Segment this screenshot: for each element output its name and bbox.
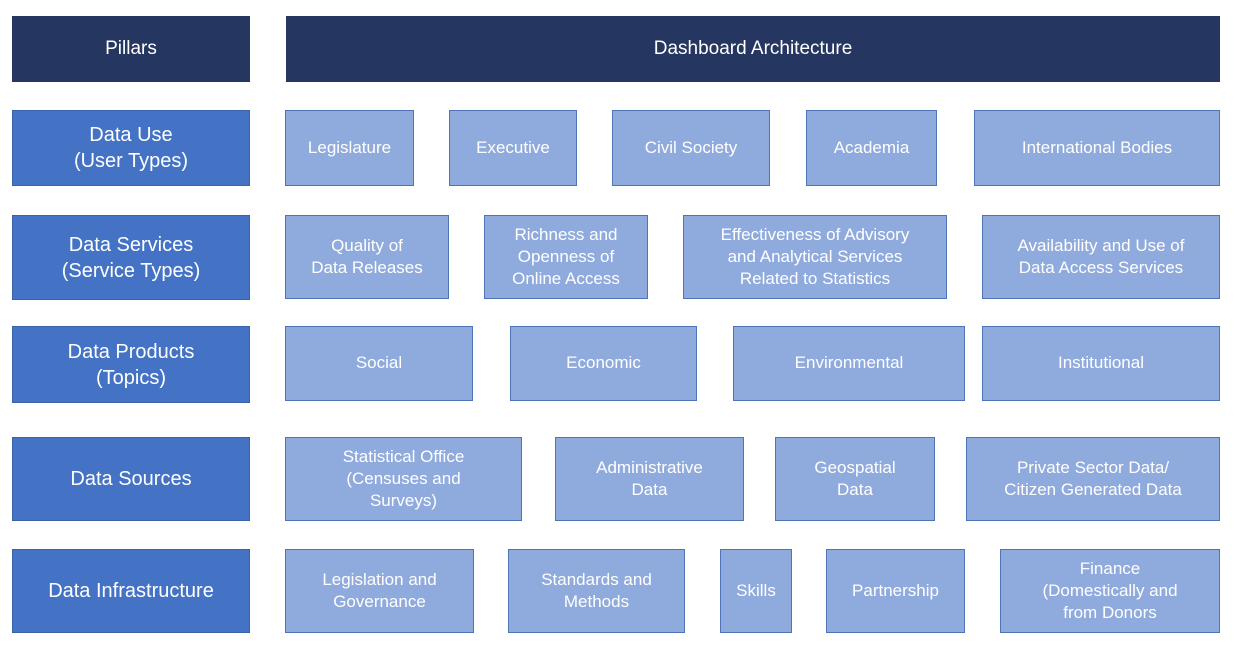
pillar-data-services: Data Services (Service Types) xyxy=(12,215,250,300)
item-administrative-data: Administrative Data xyxy=(555,437,744,521)
item-academia: Academia xyxy=(806,110,937,186)
item-richness-openness: Richness and Openness of Online Access xyxy=(484,215,648,299)
item-executive: Executive xyxy=(449,110,577,186)
item-availability-data-access: Availability and Use of Data Access Serv… xyxy=(982,215,1220,299)
item-quality-of-data-releases: Quality of Data Releases xyxy=(285,215,449,299)
item-private-sector-data: Private Sector Data/ Citizen Generated D… xyxy=(966,437,1220,521)
item-geospatial-data: Geospatial Data xyxy=(775,437,935,521)
pillar-data-sources: Data Sources xyxy=(12,437,250,521)
item-institutional: Institutional xyxy=(982,326,1220,401)
item-skills: Skills xyxy=(720,549,792,633)
item-standards-methods: Standards and Methods xyxy=(508,549,685,633)
pillars-header: Pillars xyxy=(12,16,250,82)
item-statistical-office: Statistical Office (Censuses and Surveys… xyxy=(285,437,522,521)
pillar-data-infrastructure: Data Infrastructure xyxy=(12,549,250,633)
item-social: Social xyxy=(285,326,473,401)
item-international-bodies: International Bodies xyxy=(974,110,1220,186)
item-environmental: Environmental xyxy=(733,326,965,401)
item-finance: Finance (Domestically and from Donors xyxy=(1000,549,1220,633)
item-civil-society: Civil Society xyxy=(612,110,770,186)
item-effectiveness-advisory: Effectiveness of Advisory and Analytical… xyxy=(683,215,947,299)
pillar-data-products: Data Products (Topics) xyxy=(12,326,250,403)
item-legislation-governance: Legislation and Governance xyxy=(285,549,474,633)
item-economic: Economic xyxy=(510,326,697,401)
architecture-header: Dashboard Architecture xyxy=(286,16,1220,82)
item-partnership: Partnership xyxy=(826,549,965,633)
pillar-data-use: Data Use (User Types) xyxy=(12,110,250,186)
item-legislature: Legislature xyxy=(285,110,414,186)
